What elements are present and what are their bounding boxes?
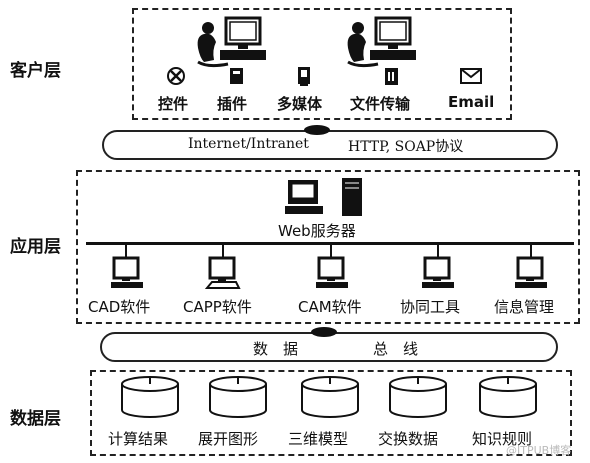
data-item-3dmodel: 三维模型 (288, 430, 349, 448)
client-item-file-transfer: 文件传输 (350, 95, 411, 113)
plugin-icon (230, 68, 243, 84)
client-layer-label: 客户层 (10, 61, 61, 81)
workstation-icon (316, 256, 348, 288)
bus-drop-line (125, 244, 127, 258)
app-item-cad: CAD软件 (88, 298, 151, 316)
data-bus-char-4: 线 (403, 340, 419, 358)
bus-drop-line (222, 244, 224, 258)
network-bus (102, 130, 558, 160)
bus-drop-line (437, 244, 439, 258)
server-tower-icon (342, 178, 362, 216)
data-item-exchange: 交换数据 (378, 430, 439, 448)
network-bus-left: Internet/Intranet (188, 136, 309, 152)
app-item-info: 信息管理 (494, 298, 555, 316)
data-bus-connector (311, 327, 337, 337)
client-item-control: 控件 (158, 95, 189, 113)
application-layer-label: 应用层 (10, 237, 61, 257)
app-item-collab: 协同工具 (400, 298, 461, 316)
bus-drop-line (530, 244, 532, 258)
database-icon (121, 376, 179, 418)
web-server-label: Web服务器 (278, 222, 356, 240)
client-item-plugin: 插件 (217, 95, 248, 113)
client-item-multimedia: 多媒体 (277, 95, 323, 113)
workstation-icon (204, 256, 241, 289)
application-bus (86, 242, 574, 245)
workstation-icon (111, 256, 143, 288)
data-item-unfold: 展开图形 (198, 430, 259, 448)
email-icon (460, 68, 482, 84)
watermark: @ITPUB博客 (506, 444, 572, 457)
bus-drop-line (330, 244, 332, 258)
workstation-icon (515, 256, 547, 288)
data-layer-box (90, 370, 572, 456)
data-item-rules: 知识规则 (472, 430, 533, 448)
file-transfer-icon (385, 68, 398, 85)
database-icon (301, 376, 359, 418)
database-icon (209, 376, 267, 418)
data-layer-label: 数据层 (10, 409, 61, 429)
network-connector (304, 125, 330, 135)
client-layer-box (132, 8, 512, 120)
server-monitor-icon (285, 180, 323, 214)
network-bus-right: HTTP, SOAP协议 (348, 139, 464, 155)
multimedia-icon (298, 67, 310, 86)
application-layer-box (76, 170, 580, 324)
control-icon (167, 67, 185, 85)
user-workstation-icon (347, 16, 416, 68)
database-icon (389, 376, 447, 418)
user-workstation-icon (197, 16, 266, 68)
database-icon (479, 376, 537, 418)
app-item-capp: CAPP软件 (183, 298, 252, 316)
workstation-icon (422, 256, 454, 288)
client-item-email: Email (448, 93, 495, 111)
data-bus-char-1: 数 (253, 340, 269, 358)
data-item-results: 计算结果 (108, 430, 169, 448)
data-bus-char-3: 总 (373, 340, 389, 358)
data-bus-char-2: 据 (283, 340, 299, 358)
app-item-cam: CAM软件 (298, 298, 362, 316)
